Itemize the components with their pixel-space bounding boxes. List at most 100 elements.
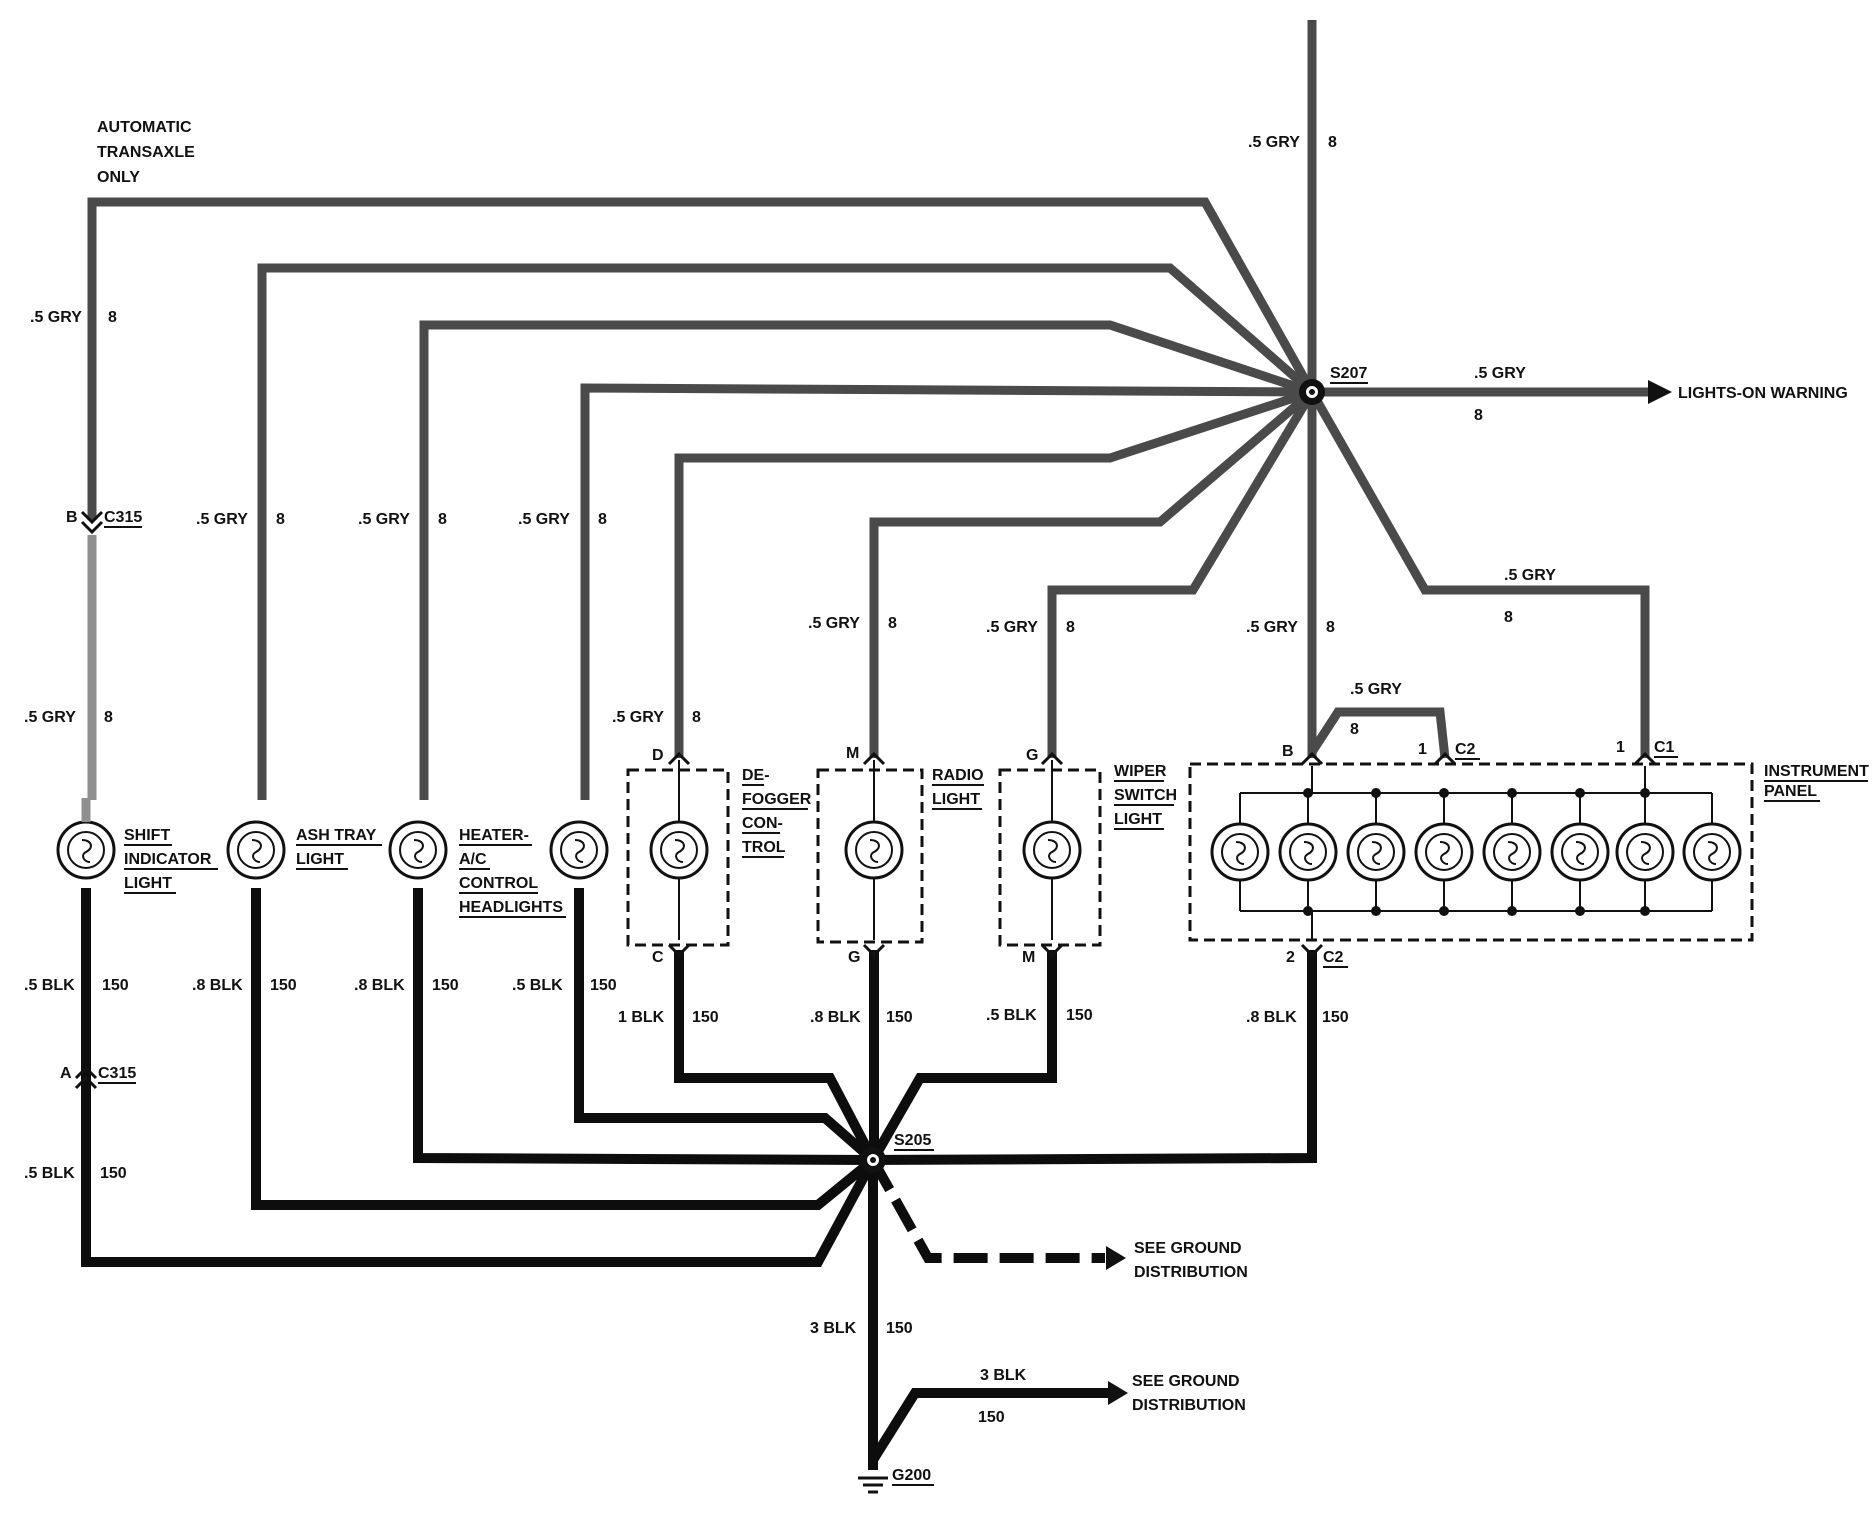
ip-b-upper-wire: .5 GRY <box>1246 619 1298 636</box>
splice-s207-label: S207 <box>1330 365 1367 382</box>
defogger-pin-bottom: C <box>652 949 664 966</box>
connector-defog-bot-icon <box>667 943 691 958</box>
connector-c2-bot-icon <box>1300 943 1324 958</box>
lights-on-wire: .5 GRY <box>1474 365 1526 382</box>
radio-pin-top: M <box>846 745 859 762</box>
instrument-panel-bulb-icon <box>1346 793 1406 911</box>
instrument-panel-bulb-icon <box>1550 793 1610 911</box>
heater-label-2: A/C <box>459 851 487 868</box>
connector-c315-a-icon <box>74 1065 98 1090</box>
head-upper-circuit: 8 <box>598 511 607 528</box>
defogger-bulb-icon <box>649 760 709 940</box>
wire-ip-c1-feed <box>1308 389 1650 758</box>
junction-dot <box>1640 788 1650 798</box>
shift-label-1: SHIFT <box>124 827 170 844</box>
wire-heater-ground <box>413 888 874 1165</box>
connector-wiper-bot-icon <box>1040 943 1064 958</box>
ip-c1-upper-circuit: 8 <box>1504 609 1513 626</box>
connector-radio-bot-icon <box>862 943 886 958</box>
wire-shift-feed <box>87 197 1316 520</box>
heater-lower-wire: .8 BLK <box>354 977 405 994</box>
shift-lower2-circuit: 150 <box>100 1165 127 1182</box>
heater-lower-circuit: 150 <box>432 977 459 994</box>
branch-ground-wire: 3 BLK <box>980 1367 1027 1384</box>
wiper-label-3: LIGHT <box>1114 811 1162 828</box>
c1-top-pin: 1 <box>1616 739 1625 756</box>
wire-headlights-feed <box>580 383 1313 800</box>
connector-ip-b-icon <box>1300 751 1324 766</box>
wire-heater-feed <box>419 320 1314 800</box>
radio-pin-bottom: G <box>848 949 860 966</box>
connector-c1-top-icon <box>1633 751 1657 766</box>
junction-dot <box>1371 906 1381 916</box>
connector-wiper-top-icon <box>1040 751 1064 766</box>
defog-upper-wire: .5 GRY <box>612 709 664 726</box>
shift-lower1-wire: .5 BLK <box>24 977 75 994</box>
heater-ac-bulb-icon <box>388 820 448 880</box>
defogger-label-2: FOGGER <box>742 791 812 808</box>
shift-upper-wire: .5 GRY <box>30 309 82 326</box>
wire-wiper-ground <box>868 950 1057 1163</box>
radio-lower-wire: .8 BLK <box>810 1009 861 1026</box>
main-ground-wire: 3 BLK <box>810 1320 857 1337</box>
ash-label-1: ASH TRAY <box>296 827 377 844</box>
connector-c2-top-icon <box>1433 751 1457 766</box>
labels: AUTOMATIC TRANSAXLE ONLY .5 GRY 8 S207 S… <box>24 119 1869 1486</box>
ip-label-1: INSTRUMENT <box>1764 763 1869 780</box>
note-line-2: TRANSAXLE <box>97 144 195 161</box>
note-line-1: AUTOMATIC <box>97 119 192 136</box>
wiper-box <box>998 768 1102 947</box>
wire-ash-feed <box>257 263 1315 800</box>
junction-dot <box>1575 788 1585 798</box>
ash-lower-wire: .8 BLK <box>192 977 243 994</box>
junction-dot <box>1640 906 1650 916</box>
instrument-panel-bulb-icon <box>1682 793 1742 911</box>
junction-dot <box>1303 906 1313 916</box>
splice-s205 <box>860 1147 886 1173</box>
ash-label-2: LIGHT <box>296 851 344 868</box>
connector-radio-top-icon <box>862 751 886 766</box>
see-ground-2-line2: DISTRIBUTION <box>1132 1397 1246 1414</box>
shift-indicator-bulb-icon <box>56 798 116 880</box>
instrument-panel-bulb-icon <box>1278 793 1338 911</box>
shift-mid-circuit: 8 <box>104 709 113 726</box>
radio-lower-circuit: 150 <box>886 1009 913 1026</box>
main-ground-circuit: 150 <box>886 1320 913 1337</box>
shift-label-3: LIGHT <box>124 875 172 892</box>
defog-lower-wire: 1 BLK <box>618 1009 665 1026</box>
see-ground-2-line1: SEE GROUND <box>1132 1373 1240 1390</box>
headlights-bulb-icon <box>549 820 609 880</box>
head-upper-wire: .5 GRY <box>518 511 570 528</box>
feed-wires <box>87 20 1672 800</box>
arrow-lights-on-warning <box>1648 380 1672 404</box>
ash-tray-bulb-icon <box>226 820 286 880</box>
wire-radio-feed <box>869 388 1315 758</box>
shift-upper-circuit: 8 <box>108 309 117 326</box>
instrument-panel-bulb-icon <box>1615 793 1675 911</box>
instrument-panel-box <box>1188 762 1754 942</box>
ip-b-upper-circuit: 8 <box>1326 619 1335 636</box>
c315-a-name: C315 <box>98 1065 136 1082</box>
wire-shift-ground <box>81 888 878 1267</box>
wire-ip-jumper <box>1308 707 1450 759</box>
wiper-label-1: WIPER <box>1114 763 1167 780</box>
junction-dot <box>1439 906 1449 916</box>
ip-c1-upper-wire: .5 GRY <box>1504 567 1556 584</box>
c315-a-pin: A <box>60 1065 72 1082</box>
wiper-pin-top: G <box>1026 747 1038 764</box>
see-ground-1-line1: SEE GROUND <box>1134 1240 1242 1257</box>
junction-dot <box>1507 906 1517 916</box>
junction-dot <box>1439 788 1449 798</box>
c2-top-pin: 1 <box>1418 741 1427 758</box>
wiper-pin-bottom: M <box>1022 949 1035 966</box>
connector-c315-b-icon <box>80 510 104 535</box>
shift-mid-wire: .5 GRY <box>24 709 76 726</box>
ip-lower-circuit: 150 <box>1322 1009 1349 1026</box>
ground-symbol <box>858 1476 888 1494</box>
lights-on-circuit: 8 <box>1474 407 1483 424</box>
ash-upper-circuit: 8 <box>276 511 285 528</box>
lights-on-warning-label: LIGHTS-ON WARNING <box>1678 385 1848 402</box>
wiper-bulb-icon <box>1022 760 1082 940</box>
ash-upper-wire: .5 GRY <box>196 511 248 528</box>
